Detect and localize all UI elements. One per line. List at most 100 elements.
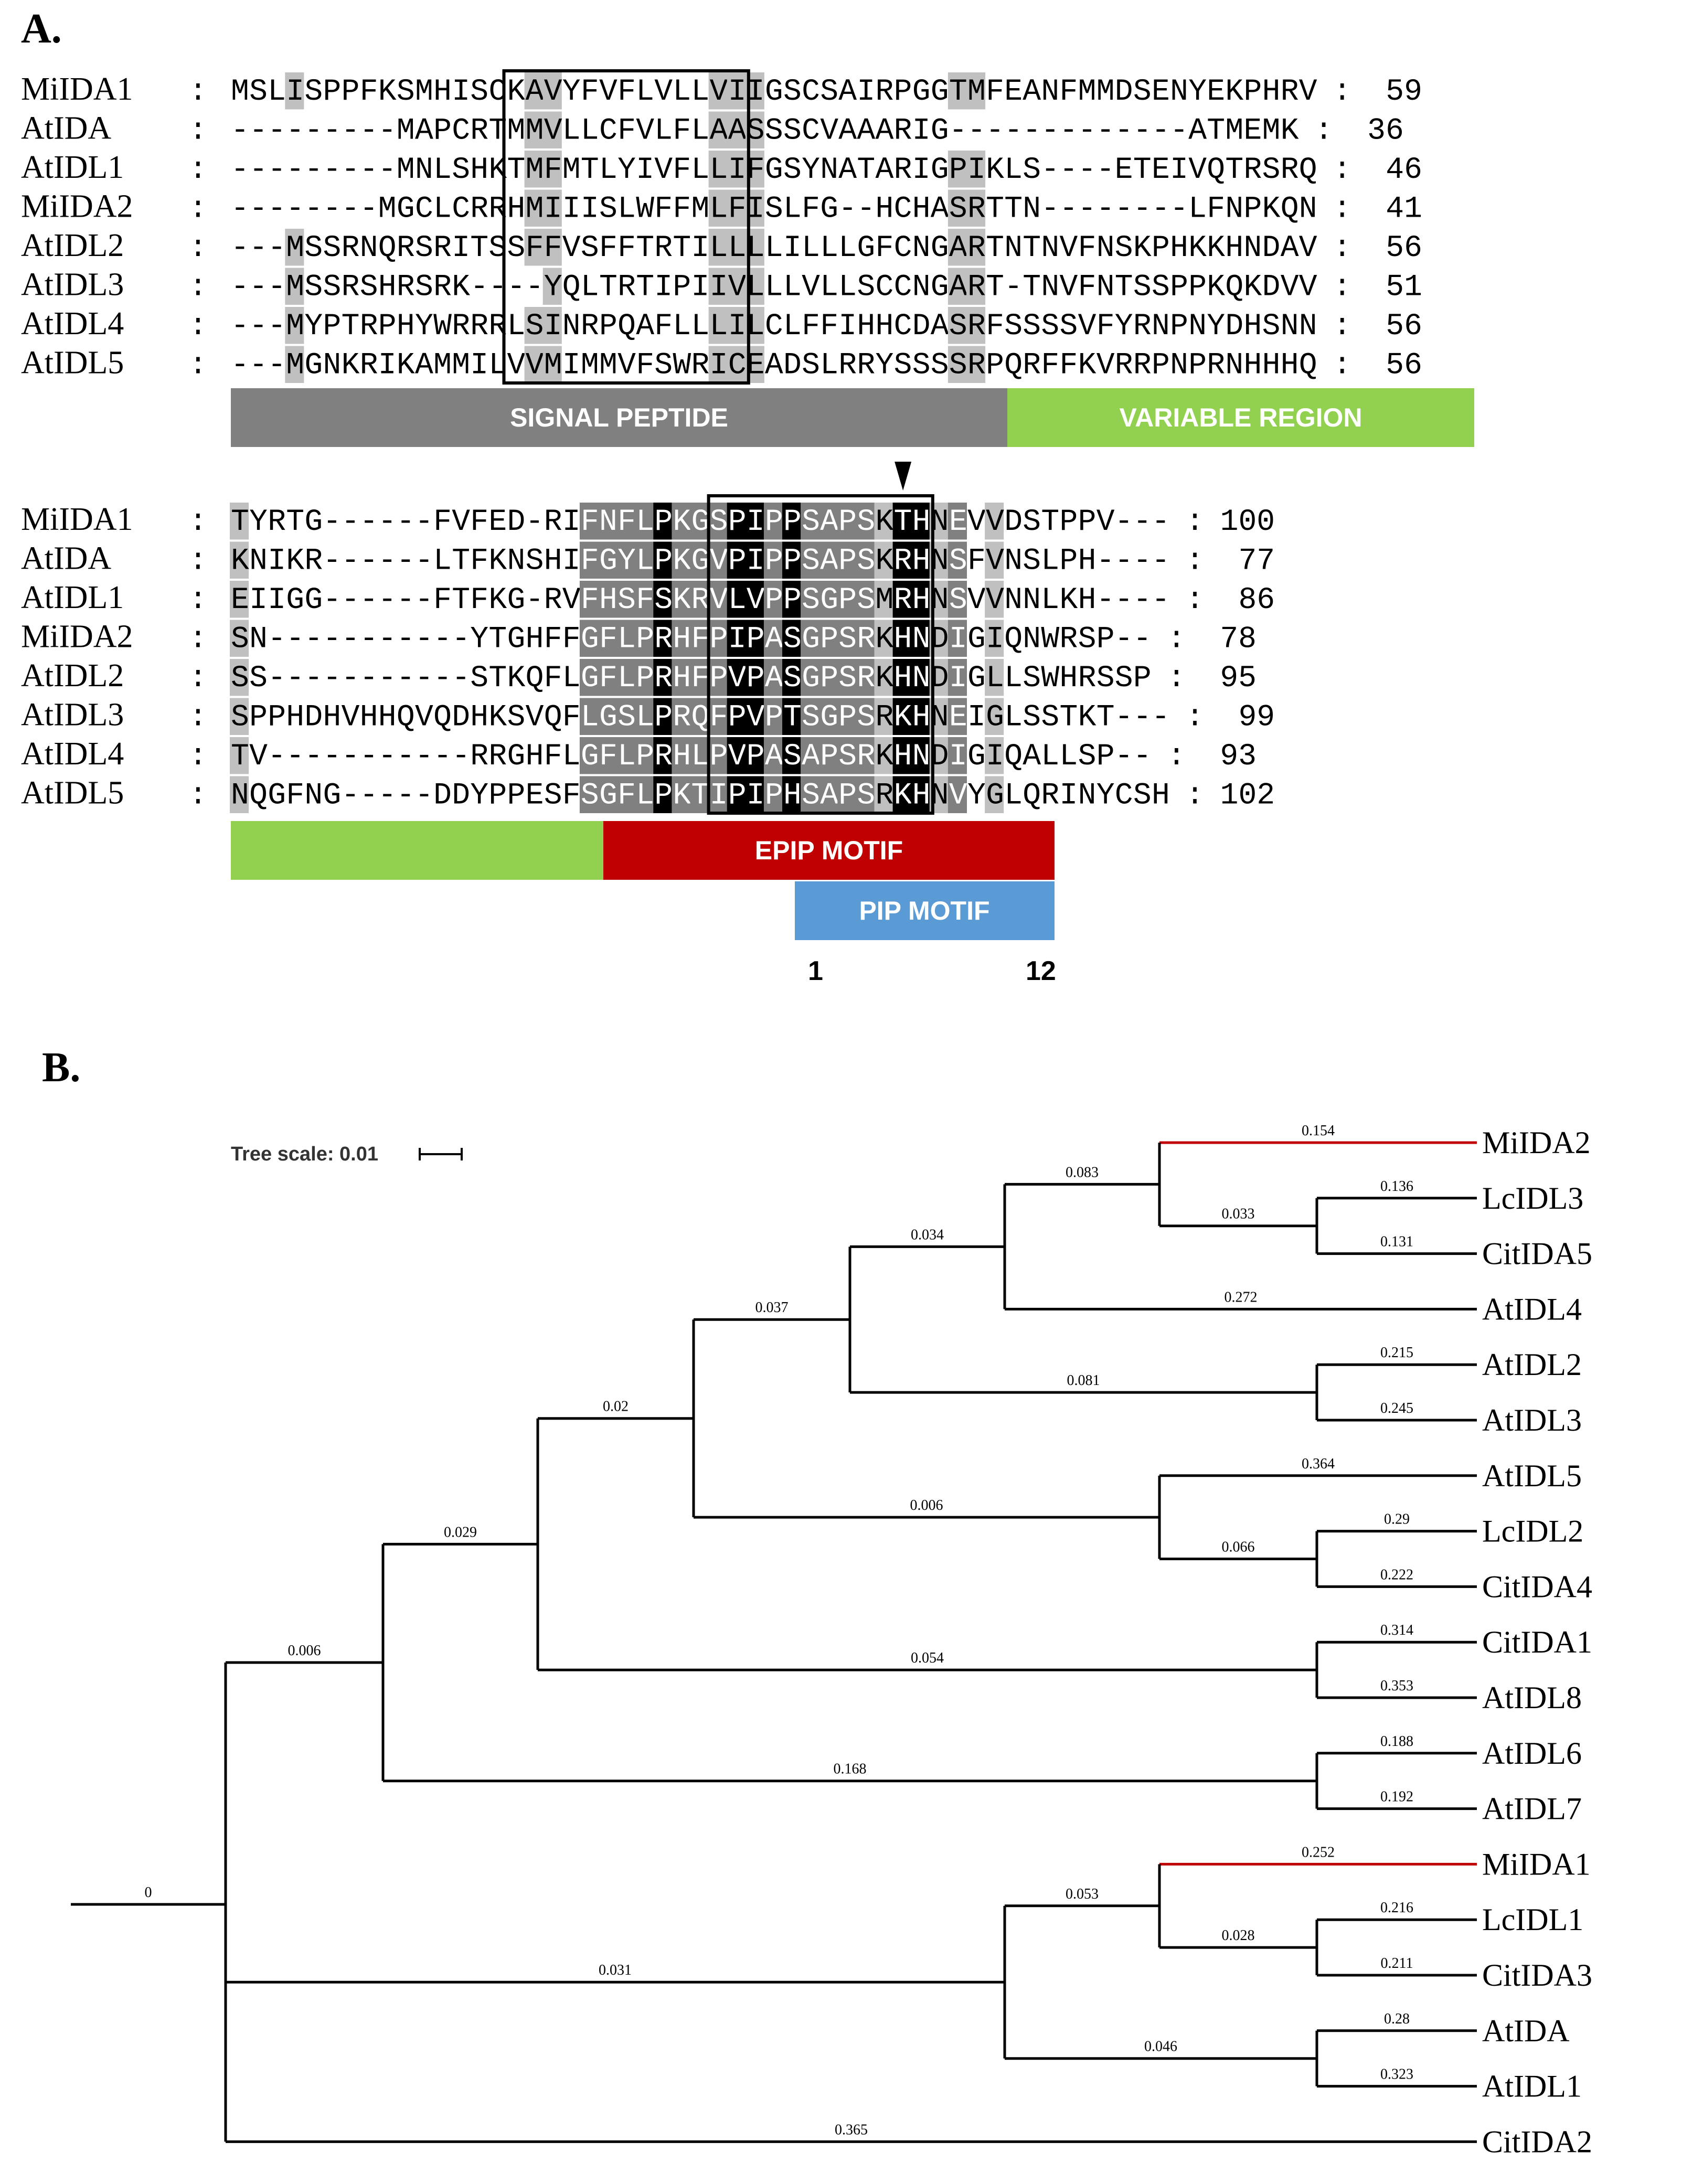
residue: L	[636, 75, 654, 109]
residue: -	[304, 153, 323, 187]
residue: M	[1225, 114, 1243, 148]
branch-length-label: 0.154	[1302, 1123, 1335, 1139]
residue: K	[378, 75, 397, 109]
residue: I	[912, 153, 931, 187]
residue: I	[581, 193, 599, 227]
leaf-label: MiIDA2	[1482, 1125, 1591, 1160]
residue-count: 36	[1367, 114, 1404, 148]
residue: A	[838, 153, 857, 187]
branch-length-label: 0.006	[288, 1643, 321, 1659]
leaf-label: AtIDL3	[1482, 1403, 1582, 1437]
residue: S	[249, 75, 268, 109]
residue: I	[728, 75, 747, 109]
branch-length-label: 0.028	[1222, 1927, 1255, 1944]
residue: V	[544, 114, 562, 148]
residue: G	[931, 114, 949, 148]
residue: M	[397, 153, 415, 187]
residue: S	[452, 153, 470, 187]
residue: P	[1244, 75, 1262, 109]
residue-shade	[708, 72, 728, 110]
residue: G	[912, 75, 931, 109]
branch-length-label: 0.29	[1384, 1511, 1410, 1528]
residue: -	[342, 193, 360, 227]
residue: H	[433, 75, 452, 109]
leaf-label: AtIDL4	[1482, 1292, 1582, 1326]
residue: K	[986, 153, 1004, 187]
residue: -	[967, 114, 986, 148]
tree-scale-label: Tree scale: 0.01	[231, 1143, 378, 1165]
branch-length-label: 0.083	[1066, 1164, 1099, 1180]
residue: -	[323, 193, 342, 227]
leaf-label: LcIDL3	[1482, 1181, 1583, 1216]
residue: V	[1188, 153, 1207, 187]
residue: L	[654, 114, 673, 148]
residue: I	[636, 153, 654, 187]
residue: E	[1244, 114, 1262, 148]
sequence-name: AtIDA	[21, 111, 111, 146]
residue: R	[1281, 153, 1299, 187]
residue-shade	[948, 151, 967, 188]
residue: R	[894, 153, 912, 187]
residue: H	[507, 193, 526, 227]
residue: A	[1188, 114, 1207, 148]
branch-length-label: 0.353	[1380, 1678, 1413, 1694]
residue: -	[1078, 114, 1097, 148]
residue: F	[1060, 75, 1078, 109]
residue: L	[673, 75, 691, 109]
branch-length-label: 0.033	[1222, 1206, 1255, 1222]
residue: L	[268, 75, 286, 109]
residue: Y	[1188, 75, 1207, 109]
separator: :	[189, 75, 207, 109]
leaf-label: AtIDL2	[1482, 1347, 1582, 1382]
residue: L	[691, 114, 710, 148]
residue: I	[967, 153, 986, 187]
residue: G	[931, 153, 949, 187]
residue: G	[765, 153, 783, 187]
residue: -	[1041, 153, 1059, 187]
residue: S	[1262, 153, 1281, 187]
residue: T	[581, 153, 599, 187]
branch-length-label: 0.215	[1380, 1345, 1413, 1361]
residue: -	[304, 193, 323, 227]
residue: S	[1133, 75, 1152, 109]
residue: A	[526, 75, 544, 109]
separator: :	[1333, 75, 1351, 109]
residue: G	[931, 75, 949, 109]
residue: H	[470, 153, 488, 187]
residue-shade	[285, 72, 304, 110]
residue: -	[268, 153, 286, 187]
residue: D	[1115, 75, 1133, 109]
leaf-label: LcIDL1	[1482, 1902, 1583, 1937]
residue: L	[691, 75, 710, 109]
residue: -	[360, 114, 378, 148]
residue: E	[1152, 153, 1170, 187]
residue: F	[986, 75, 1004, 109]
residue: -	[1097, 114, 1115, 148]
residue: F	[581, 75, 599, 109]
residue-count: 46	[1386, 153, 1422, 187]
leaf-label: AtIDL1	[1482, 2069, 1582, 2104]
residue: F	[544, 153, 562, 187]
branch-length-label: 0.245	[1380, 1400, 1413, 1416]
residue: L	[562, 114, 581, 148]
residue: M	[397, 114, 415, 148]
residue: N	[1041, 75, 1059, 109]
residue: L	[691, 153, 710, 187]
residue: V	[636, 114, 654, 148]
branch-length-label: 0.222	[1380, 1567, 1413, 1583]
residue-shade	[542, 189, 562, 227]
branch-length-label: 0.28	[1384, 2011, 1410, 2027]
residue: T	[949, 75, 967, 109]
residue: -	[231, 153, 249, 187]
residue: -	[323, 114, 342, 148]
separator: :	[189, 153, 207, 187]
residue: -	[1097, 153, 1115, 187]
residue: A	[857, 114, 875, 148]
branch-length-label: 0.006	[910, 1497, 943, 1514]
residue: M	[231, 75, 249, 109]
residue: S	[820, 75, 838, 109]
residue: E	[1207, 75, 1225, 109]
residue: A	[838, 75, 857, 109]
residue-shade	[966, 72, 986, 110]
branch-length-label: 0.081	[1067, 1372, 1100, 1389]
